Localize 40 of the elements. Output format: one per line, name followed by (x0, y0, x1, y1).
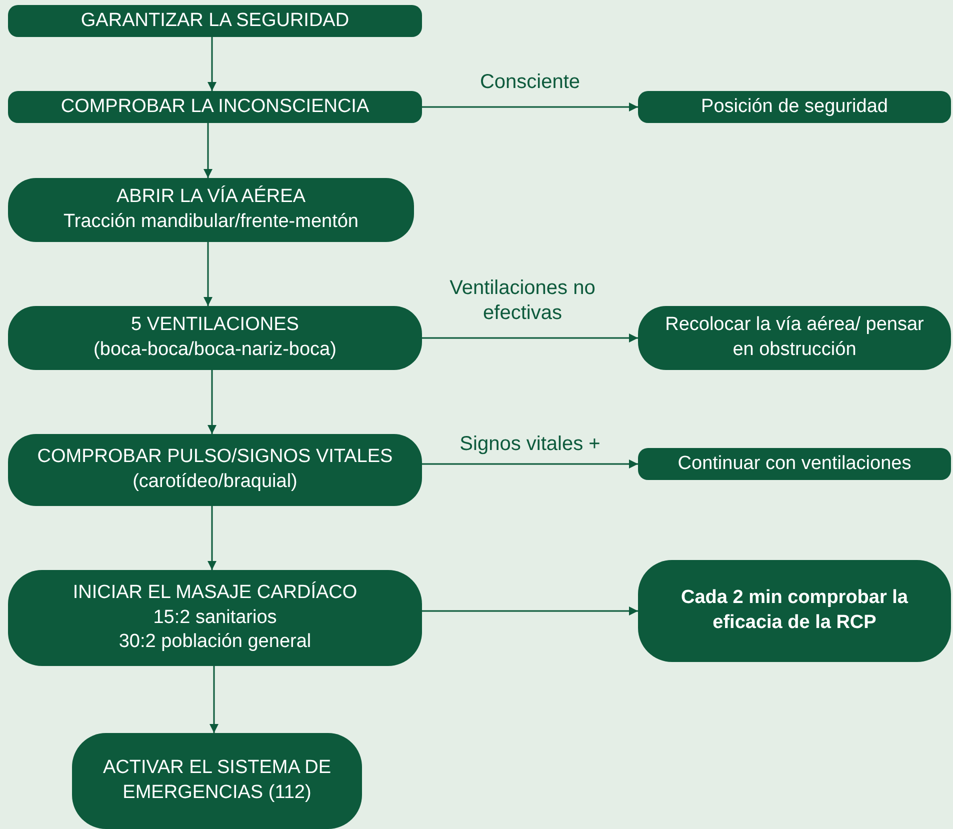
arrow (422, 334, 638, 342)
box-text: INICIAR EL MASAJE CARDÍACO (72, 580, 358, 605)
edge-label: Signos vitales + (458, 432, 602, 457)
box-text: COMPROBAR LA INCONSCIENCIA (60, 94, 370, 119)
process-box (8, 178, 414, 242)
box-text: (boca-boca/boca-nariz-boca) (94, 338, 336, 362)
process-box (638, 91, 951, 123)
arrow (422, 460, 638, 468)
box-text: 15:2 sanitarios (153, 606, 277, 630)
edge-label: Ventilaciones no efectivas (448, 276, 596, 326)
box-text: ABRIR LA VÍA AÉREA (116, 185, 306, 210)
box-text: Tracción mandibular/frente-mentón (64, 210, 358, 234)
box-text: COMPROBAR PULSO/SIGNOS VITALES (37, 445, 393, 470)
arrow (204, 242, 212, 306)
box-text: Cada 2 min comprobar la eficacia de la RCP (680, 586, 909, 635)
arrow (208, 370, 216, 434)
process-box (638, 448, 951, 480)
process-box (8, 5, 422, 37)
arrow (204, 123, 212, 178)
process-box (8, 306, 422, 370)
process-box (72, 733, 362, 829)
box-text: GARANTIZAR LA SEGURIDAD (80, 8, 350, 33)
edge-label: Consciente (478, 70, 582, 95)
arrow (422, 606, 638, 616)
process-box (638, 560, 951, 662)
process-box (638, 306, 951, 370)
arrow (210, 666, 218, 733)
process-box (8, 91, 422, 123)
box-text: 30:2 población general (118, 630, 312, 654)
box-text: Posición de seguridad (701, 94, 888, 119)
process-box (8, 570, 422, 666)
box-text: Recolocar la vía aérea/ pensar en obstrucción (664, 313, 925, 362)
box-text: ACTIVAR EL SISTEMA DE EMERGENCIAS (112) (102, 756, 332, 805)
process-box (8, 434, 422, 506)
box-text: 5 VENTILACIONES (131, 313, 299, 338)
arrow (422, 102, 638, 112)
arrow (208, 506, 216, 570)
arrow (208, 37, 216, 91)
box-text: Continuar con ventilaciones (678, 452, 912, 476)
box-text: (carotídeo/braquial) (132, 470, 298, 494)
